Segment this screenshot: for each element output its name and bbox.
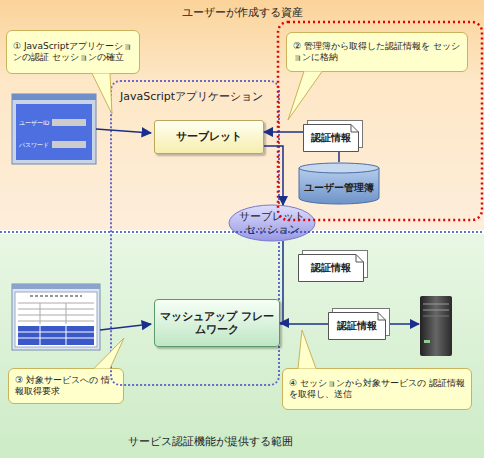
- page-fold: [356, 255, 364, 263]
- asset-band: ユーザーが作成する資産 ① JavaScriptアプリケーションの認証 セッション…: [0, 0, 484, 230]
- login-screen: [12, 94, 96, 164]
- page-front: [299, 255, 364, 282]
- login-screen: [16, 104, 92, 160]
- band-separator: [0, 231, 484, 233]
- node-text: ④ セッションから対象サービスの 認証情報を取得し、送信: [289, 378, 465, 400]
- node-text: 認証情報: [311, 262, 351, 274]
- user-asset-frame: [278, 22, 482, 220]
- document-shape: 認証情報: [303, 120, 363, 152]
- server-icon: [424, 340, 430, 343]
- callout-tail: [92, 74, 112, 115]
- table-screen: [18, 315, 94, 316]
- table-screen: [15, 292, 97, 347]
- table-screen: [40, 303, 41, 324]
- node-text: ユーザー管理簿: [304, 182, 374, 194]
- field-label: ユーザーID: [19, 120, 49, 126]
- callout-box: ③ 対象サービスへの 情報取得要求: [8, 368, 124, 404]
- login-screen: [12, 94, 96, 100]
- process-box: サーブレット: [154, 120, 264, 154]
- request-arrow: [100, 324, 151, 330]
- table-screen: [30, 295, 82, 297]
- page-fold: [351, 125, 359, 133]
- connector-arrow: [264, 146, 283, 205]
- session-ellipse: サーブレット セッション: [228, 204, 316, 242]
- callout-box: ④ セッションから対象サービスの 認証情報を取得し、送信: [282, 368, 472, 410]
- callout-tail: [94, 338, 124, 369]
- table-screen: [18, 326, 94, 345]
- callout-box: ① JavaScriptアプリケーションの認証 セッションの確立: [6, 30, 140, 74]
- page-front: [304, 125, 359, 152]
- login-screen: [12, 94, 96, 164]
- field-label: パスワード: [19, 142, 49, 148]
- table-screen: [66, 303, 67, 324]
- connector-arrow: [338, 152, 340, 162]
- document-shape: 認証情報: [328, 308, 390, 340]
- node-text: マッシュアップ フレームワーク: [155, 310, 279, 336]
- cylinder-top: [299, 163, 379, 173]
- table-screen: [12, 284, 100, 350]
- table-screen: [40, 326, 41, 345]
- table-screen: [18, 332, 94, 333]
- callout-tail: [298, 330, 316, 369]
- server-icon: [423, 310, 449, 311]
- server-icon: [423, 316, 449, 317]
- send-arrow: [390, 323, 419, 325]
- node-text: 認証情報: [311, 132, 351, 144]
- table-screen: [18, 309, 94, 310]
- database-cylinder: ユーザー管理簿: [298, 162, 380, 204]
- connector-arrow: [280, 241, 283, 323]
- callout-tail: [288, 72, 322, 121]
- login-screen: [52, 141, 86, 148]
- callout-box: ② 管理簿から取得した認証情報を セッションに格納: [286, 32, 468, 72]
- process-box: マッシュアップ フレームワーク: [154, 299, 280, 347]
- node-text: ③ 対象サービスへの 情報取得要求: [15, 375, 117, 397]
- request-arrow: [96, 129, 151, 133]
- node-text: 認証情報: [337, 320, 377, 332]
- server-icon: [423, 304, 449, 305]
- table-screen: [66, 326, 67, 345]
- table-screen: [18, 303, 94, 304]
- table-screen: [18, 321, 94, 322]
- node-text: ① JavaScriptアプリケーションの認証 セッションの確立: [13, 41, 133, 63]
- node-text: サーブレット セッション: [234, 210, 310, 235]
- connector-arrow: [264, 131, 303, 133]
- page-front: [329, 313, 386, 340]
- table-screen: [18, 338, 94, 339]
- node-text: ユーザーが作成する資産: [182, 6, 303, 19]
- table-screen: [12, 284, 100, 289]
- ellipse-outline: [229, 205, 315, 241]
- table-screen: [12, 284, 100, 350]
- server-icon: [420, 296, 452, 356]
- document-shape: 認証情報: [298, 250, 368, 282]
- node-text: JavaScriptアプリケーション: [120, 90, 263, 103]
- server-icon: [420, 296, 452, 356]
- node-text: ② 管理簿から取得した認証情報を セッションに格納: [293, 41, 461, 63]
- connector-arrow: [280, 323, 328, 325]
- node-text: サーブレット: [176, 130, 242, 143]
- login-screen: [52, 119, 86, 126]
- page-fold: [378, 313, 386, 321]
- node-text: サービス認証機能が提供する範囲: [128, 435, 293, 448]
